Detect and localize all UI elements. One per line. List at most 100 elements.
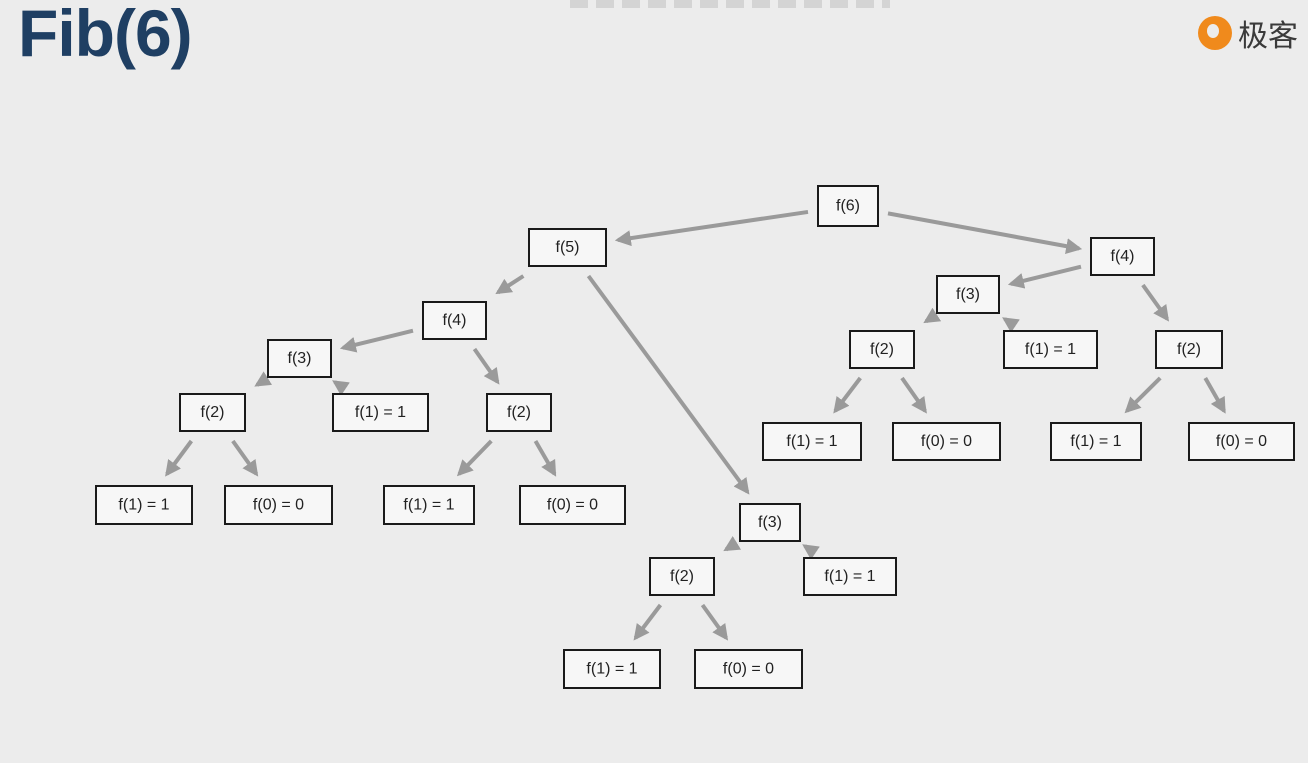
node-box	[1188, 422, 1295, 461]
tree-node-f1-left-mid: f(1) = 1	[332, 393, 429, 432]
edge-arrow-f4-left-to-f3-left	[339, 328, 414, 353]
tree-node-f1-ra: f(1) = 1	[762, 422, 862, 461]
tree-node-f0-rb: f(0) = 0	[1188, 422, 1295, 461]
edge-arrow-f2-right-a-to-f1-ra	[833, 376, 862, 414]
tree-node-f1-ll: f(1) = 1	[95, 485, 193, 525]
node-label: f(3)	[288, 350, 312, 367]
node-label: f(0) = 0	[921, 433, 972, 450]
node-label: f(0) = 0	[253, 497, 304, 514]
node-box	[849, 330, 915, 369]
node-label: f(3)	[956, 286, 980, 303]
node-box	[486, 393, 552, 432]
edge-arrow-f3-center-to-f1-center-right	[802, 544, 820, 560]
edge-arrow-f3-left-to-f2-left	[254, 371, 273, 387]
tree-node-f4-right: f(4)	[1090, 237, 1155, 276]
blurred-header-text	[570, 0, 890, 8]
tree-edges	[165, 209, 1226, 641]
tree-nodes: f(6) f(5) f(4) f(4) f(3) f(2) f(1) = 1 f(0) = 0…	[95, 185, 1295, 689]
tree-node-f2-center: f(2)	[649, 557, 715, 596]
node-box	[519, 485, 626, 525]
tree-node-f1-cc: f(1) = 1	[563, 649, 661, 689]
edge-arrow-f2-left-to-f0-ll	[231, 439, 259, 477]
brand-logo: 极客	[1198, 10, 1308, 56]
tree-node-f0-cc: f(0) = 0	[694, 649, 803, 689]
node-label: f(0) = 0	[547, 497, 598, 514]
tree-node-f2-left: f(2)	[179, 393, 246, 432]
node-label: f(1) = 1	[403, 497, 454, 514]
node-box	[422, 301, 487, 340]
tree-node-f0-ra: f(0) = 0	[892, 422, 1001, 461]
node-box	[224, 485, 333, 525]
edge-arrow-f3-right-to-f2-right-a	[923, 307, 942, 324]
node-box	[739, 503, 801, 542]
node-label: f(2)	[201, 404, 225, 421]
tree-node-f0-lm: f(0) = 0	[519, 485, 626, 525]
tree-node-f1-center-right: f(1) = 1	[803, 557, 897, 596]
tree-node-f2-right-b: f(2)	[1155, 330, 1223, 369]
edge-arrow-f2-left-mid-to-f0-lm	[533, 439, 557, 477]
edge-arrow-f4-right-to-f3-right	[1007, 264, 1082, 289]
node-box	[332, 393, 429, 432]
node-label: f(2)	[870, 341, 894, 358]
edge-arrow-f4-left-to-f2-left-mid	[472, 347, 500, 385]
node-box	[1050, 422, 1142, 461]
node-label: f(2)	[1177, 341, 1201, 358]
node-box	[1003, 330, 1098, 369]
tree-node-f1-lm: f(1) = 1	[383, 485, 475, 525]
tree-node-f2-right-a: f(2)	[849, 330, 915, 369]
node-box	[179, 393, 246, 432]
edge-arrow-f2-center-to-f1-cc	[633, 603, 663, 641]
tree-node-f5: f(5)	[528, 228, 607, 267]
node-label: f(3)	[758, 514, 782, 531]
edge-arrow-root-f6-to-f5	[614, 209, 809, 247]
node-label: f(1) = 1	[1070, 433, 1121, 450]
edge-arrow-f2-right-b-to-f0-rb	[1203, 377, 1226, 414]
edge-arrow-f3-center-to-f2-center	[723, 535, 742, 552]
node-box	[1155, 330, 1223, 369]
edge-arrow-f2-right-a-to-f0-ra	[900, 376, 927, 414]
tree-node-f4-left: f(4)	[422, 301, 487, 340]
node-label: f(1) = 1	[824, 568, 875, 585]
edge-arrow-f2-left-mid-to-f1-lm	[456, 439, 493, 477]
node-box	[95, 485, 193, 525]
edge-arrow-f3-right-to-f1-right-mid	[1002, 317, 1020, 333]
edge-arrow-f4-right-to-f2-right-b	[1141, 283, 1170, 322]
tree-node-f1-right-mid: f(1) = 1	[1003, 330, 1098, 369]
edge-arrow-f3-left-to-f1-left-mid	[332, 380, 350, 396]
node-box	[817, 185, 879, 227]
node-box	[528, 228, 607, 267]
edge-arrow-root-f6-to-f4-right	[887, 211, 1083, 255]
node-label: f(2)	[670, 568, 694, 585]
node-box	[694, 649, 803, 689]
node-label: f(5)	[556, 239, 580, 256]
node-box	[762, 422, 862, 461]
node-label: f(0) = 0	[723, 661, 774, 678]
tree-node-f3-left: f(3)	[267, 339, 332, 378]
node-label: f(6)	[836, 198, 860, 215]
edge-arrow-f5-to-f4-left	[495, 274, 525, 295]
logo-text: 极客	[1238, 19, 1298, 54]
node-label: f(1) = 1	[355, 404, 406, 421]
node-box	[1090, 237, 1155, 276]
node-label: f(4)	[443, 312, 467, 329]
tree-node-f0-ll: f(0) = 0	[224, 485, 333, 525]
node-label: f(1) = 1	[786, 433, 837, 450]
node-box	[383, 485, 475, 525]
node-label: f(0) = 0	[1216, 433, 1267, 450]
tree-node-f3-right: f(3)	[936, 275, 1000, 314]
node-box	[649, 557, 715, 596]
page-title: Fib(6)	[18, 0, 193, 70]
edge-arrow-f2-left-to-f1-ll	[165, 439, 194, 477]
node-label: f(1) = 1	[586, 661, 637, 678]
tree-node-f3-center: f(3)	[739, 503, 801, 542]
node-box	[563, 649, 661, 689]
tree-node-f1-rb: f(1) = 1	[1050, 422, 1142, 461]
node-label: f(2)	[507, 404, 531, 421]
node-box	[267, 339, 332, 378]
edge-arrow-f2-right-b-to-f1-rb	[1124, 376, 1162, 414]
edge-arrow-f2-center-to-f0-cc	[700, 603, 729, 641]
tree-node-root-f6: f(6)	[817, 185, 879, 227]
edge-arrow-f5-to-f3-center	[586, 274, 750, 495]
node-box	[892, 422, 1001, 461]
node-box	[803, 557, 897, 596]
